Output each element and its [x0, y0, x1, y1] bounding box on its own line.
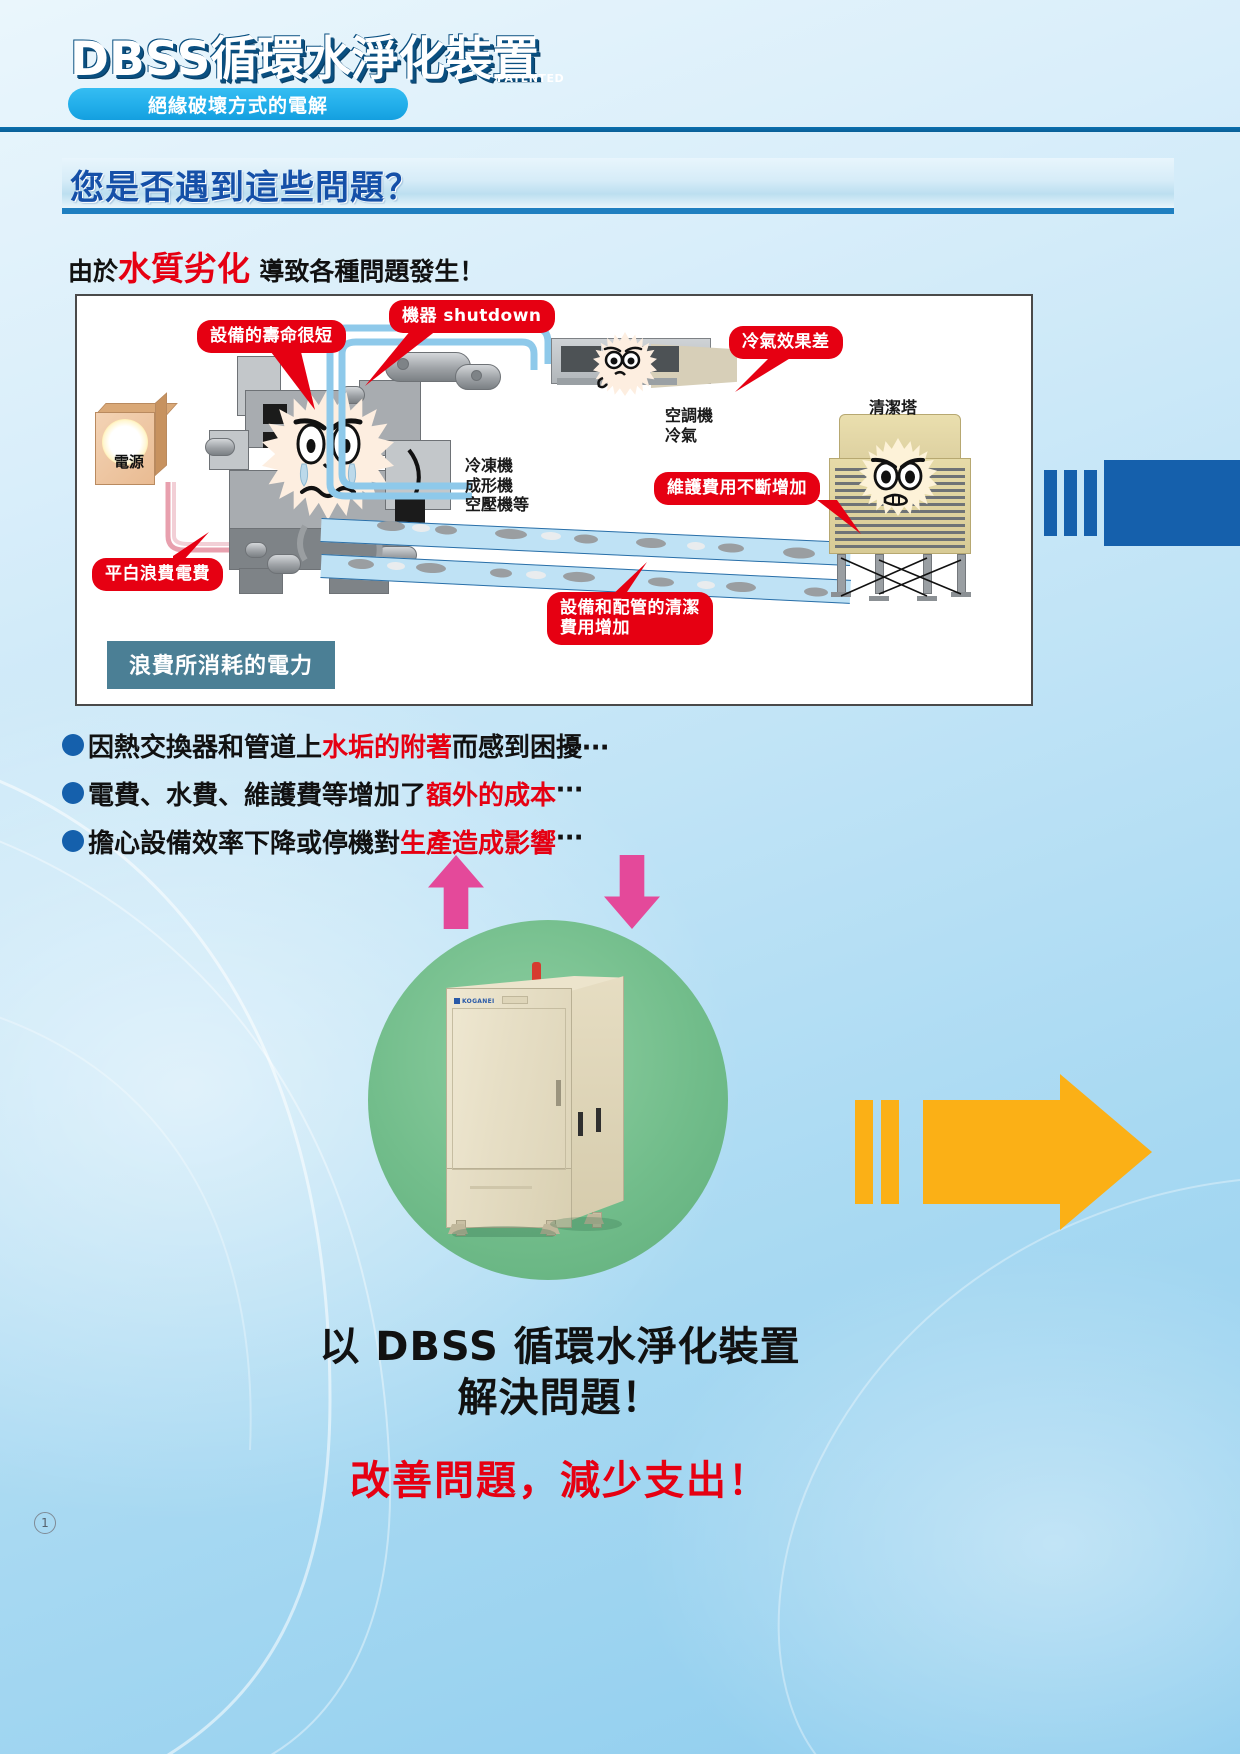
wasted-power-box: 浪費所消耗的電力 — [107, 641, 336, 689]
cooling-tower-graphic — [825, 414, 977, 604]
page-number: 1 — [34, 1512, 56, 1534]
section-heading: 您是否遇到這些問題？ — [62, 158, 1174, 216]
callout-wasted-power-bill: 平白浪費電費 — [92, 558, 223, 592]
page-header: DBSS循環水淨化裝置 PATENTED 絕緣破壞方式的電解 — [0, 0, 1240, 132]
sad-face-ac-icon — [597, 346, 643, 389]
subtitle-pill-label: 絕緣破壞方式的電解 — [147, 94, 328, 117]
callout-shutdown-tail — [365, 330, 437, 386]
pipe-scale-deposits — [348, 520, 828, 597]
power-source-label: 電源 — [113, 453, 144, 471]
lead-highlight: 水質劣化 — [118, 249, 251, 288]
orange-right-arrow — [855, 1074, 1155, 1230]
lead-prefix: 由於 — [68, 257, 119, 286]
list-item: 因熱交換器和管道上水垢的附著而感到困擾‧‧‧ — [62, 727, 1062, 764]
air-conditioner-graphic — [551, 332, 743, 404]
bullet-1-post: 而感到困擾‧‧‧ — [452, 733, 610, 763]
beacon-light-icon — [532, 962, 541, 982]
label-air-conditioner: 空調機 冷氣 — [665, 406, 714, 445]
callout-power-bill-tail — [173, 532, 209, 572]
callout-cleaning-cost-tail — [609, 562, 647, 598]
solution-statement: 以 DBSS 循環水淨化裝置 解決問題！ — [319, 1324, 801, 1422]
bullet-3-pre: 擔心設備效率下降或停機對 — [88, 829, 401, 859]
problem-illustration-panel: 電源 — [75, 294, 1033, 706]
benefit-statement: 改善問題，減少支出！ — [350, 1458, 770, 1504]
section-heading-underline — [62, 208, 1174, 214]
bullet-2-pre: 電費、水費、維護費等增加了 — [88, 781, 427, 811]
bullet-dot-icon — [62, 782, 84, 804]
bullet-dot-icon — [62, 734, 84, 756]
page-title: DBSS循環水淨化裝置 — [70, 32, 540, 87]
list-item: 擔心設備效率下降或停機對生產造成影響‧‧‧ — [62, 823, 1062, 860]
bullet-3-post: ‧‧‧ — [556, 823, 584, 853]
callout-equipment-life: 設備的壽命很短 — [197, 320, 346, 354]
power-glow-icon — [102, 419, 148, 465]
product-photo-circle: KOGANEI — [368, 920, 728, 1280]
callout-equipment-life-tail — [271, 352, 315, 410]
label-cooling-tower: 清潔塔 — [869, 398, 918, 417]
cabinet-handle — [556, 1080, 561, 1106]
angry-face-tower-icon — [871, 457, 925, 506]
lead-line: 由於水質劣化 導致各種問題發生！ — [68, 242, 484, 290]
label-chiller-group: 冷凍機 成形機 空壓機等 — [465, 456, 530, 515]
callout-poor-cooling-tail — [735, 354, 797, 392]
power-source-box: 電源 — [95, 392, 178, 485]
blue-right-arrow — [1044, 460, 1240, 546]
callout-cleaning-cost: 設備和配管的清潔 費用增加 — [547, 592, 713, 646]
callout-rising-maintenance: 維護費用不斷增加 — [654, 472, 820, 506]
bullet-dot-icon — [62, 830, 84, 852]
subtitle-pill: 絕緣破壞方式的電解 — [68, 88, 408, 120]
list-item: 電費、水費、維護費等增加了額外的成本 ‧‧‧ — [62, 775, 1062, 812]
tower-legs — [831, 554, 971, 602]
callout-poor-cooling: 冷氣效果差 — [729, 326, 843, 360]
dbss-unit-graphic: KOGANEI — [446, 962, 624, 1237]
bullet-3-highlight: 生產造成影響 — [400, 829, 557, 859]
bullet-1-highlight: 水垢的附著 — [322, 733, 453, 763]
section-heading-bar — [62, 158, 1174, 208]
callout-maintenance-tail — [817, 500, 861, 534]
callout-machine-shutdown: 機器 shutdown — [389, 300, 555, 334]
bullet-1-pre: 因熱交換器和管道上 — [88, 733, 323, 763]
section-heading-text: 您是否遇到這些問題？ — [70, 168, 420, 208]
lead-suffix: 導致各種問題發生！ — [259, 257, 485, 286]
patented-mark: PATENTED — [497, 72, 565, 85]
problem-bullet-list: 因熱交換器和管道上水垢的附著而感到困擾‧‧‧ 電費、水費、維護費等增加了額外的成… — [62, 727, 1062, 871]
bullet-2-post: ‧‧‧ — [556, 775, 584, 805]
product-logo: KOGANEI — [454, 998, 495, 1005]
bullet-2-highlight: 額外的成本 — [426, 781, 557, 811]
